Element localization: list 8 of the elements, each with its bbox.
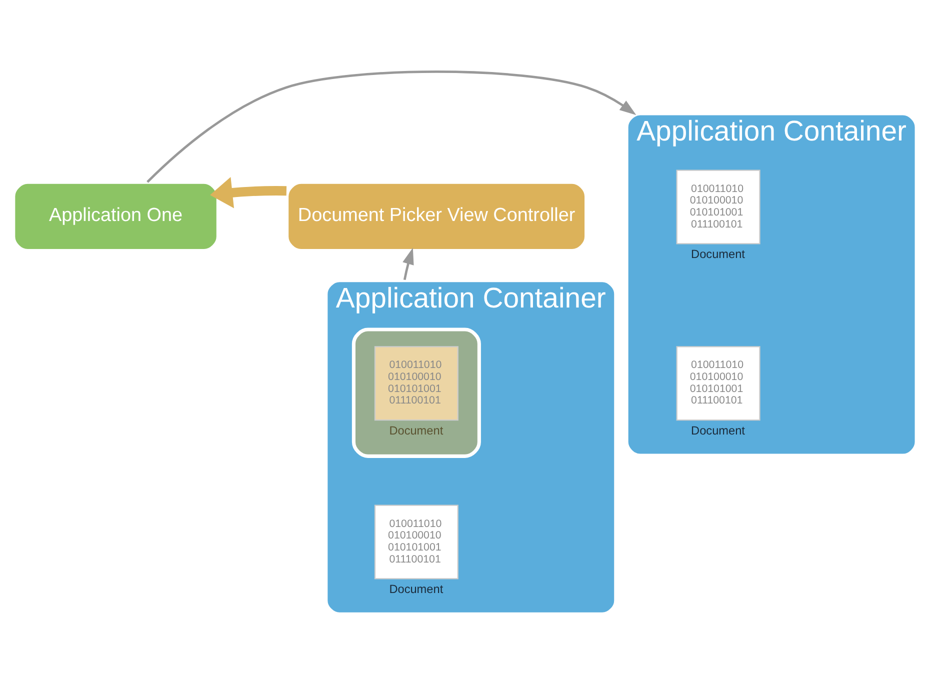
node-label: Document [389,581,444,596]
arrow [402,247,414,280]
cluster [352,327,481,458]
arrow [210,176,287,208]
arrow [146,70,636,182]
node-label: Document [691,422,745,437]
node-label: Document [691,246,745,260]
node-label: Document [389,422,444,437]
